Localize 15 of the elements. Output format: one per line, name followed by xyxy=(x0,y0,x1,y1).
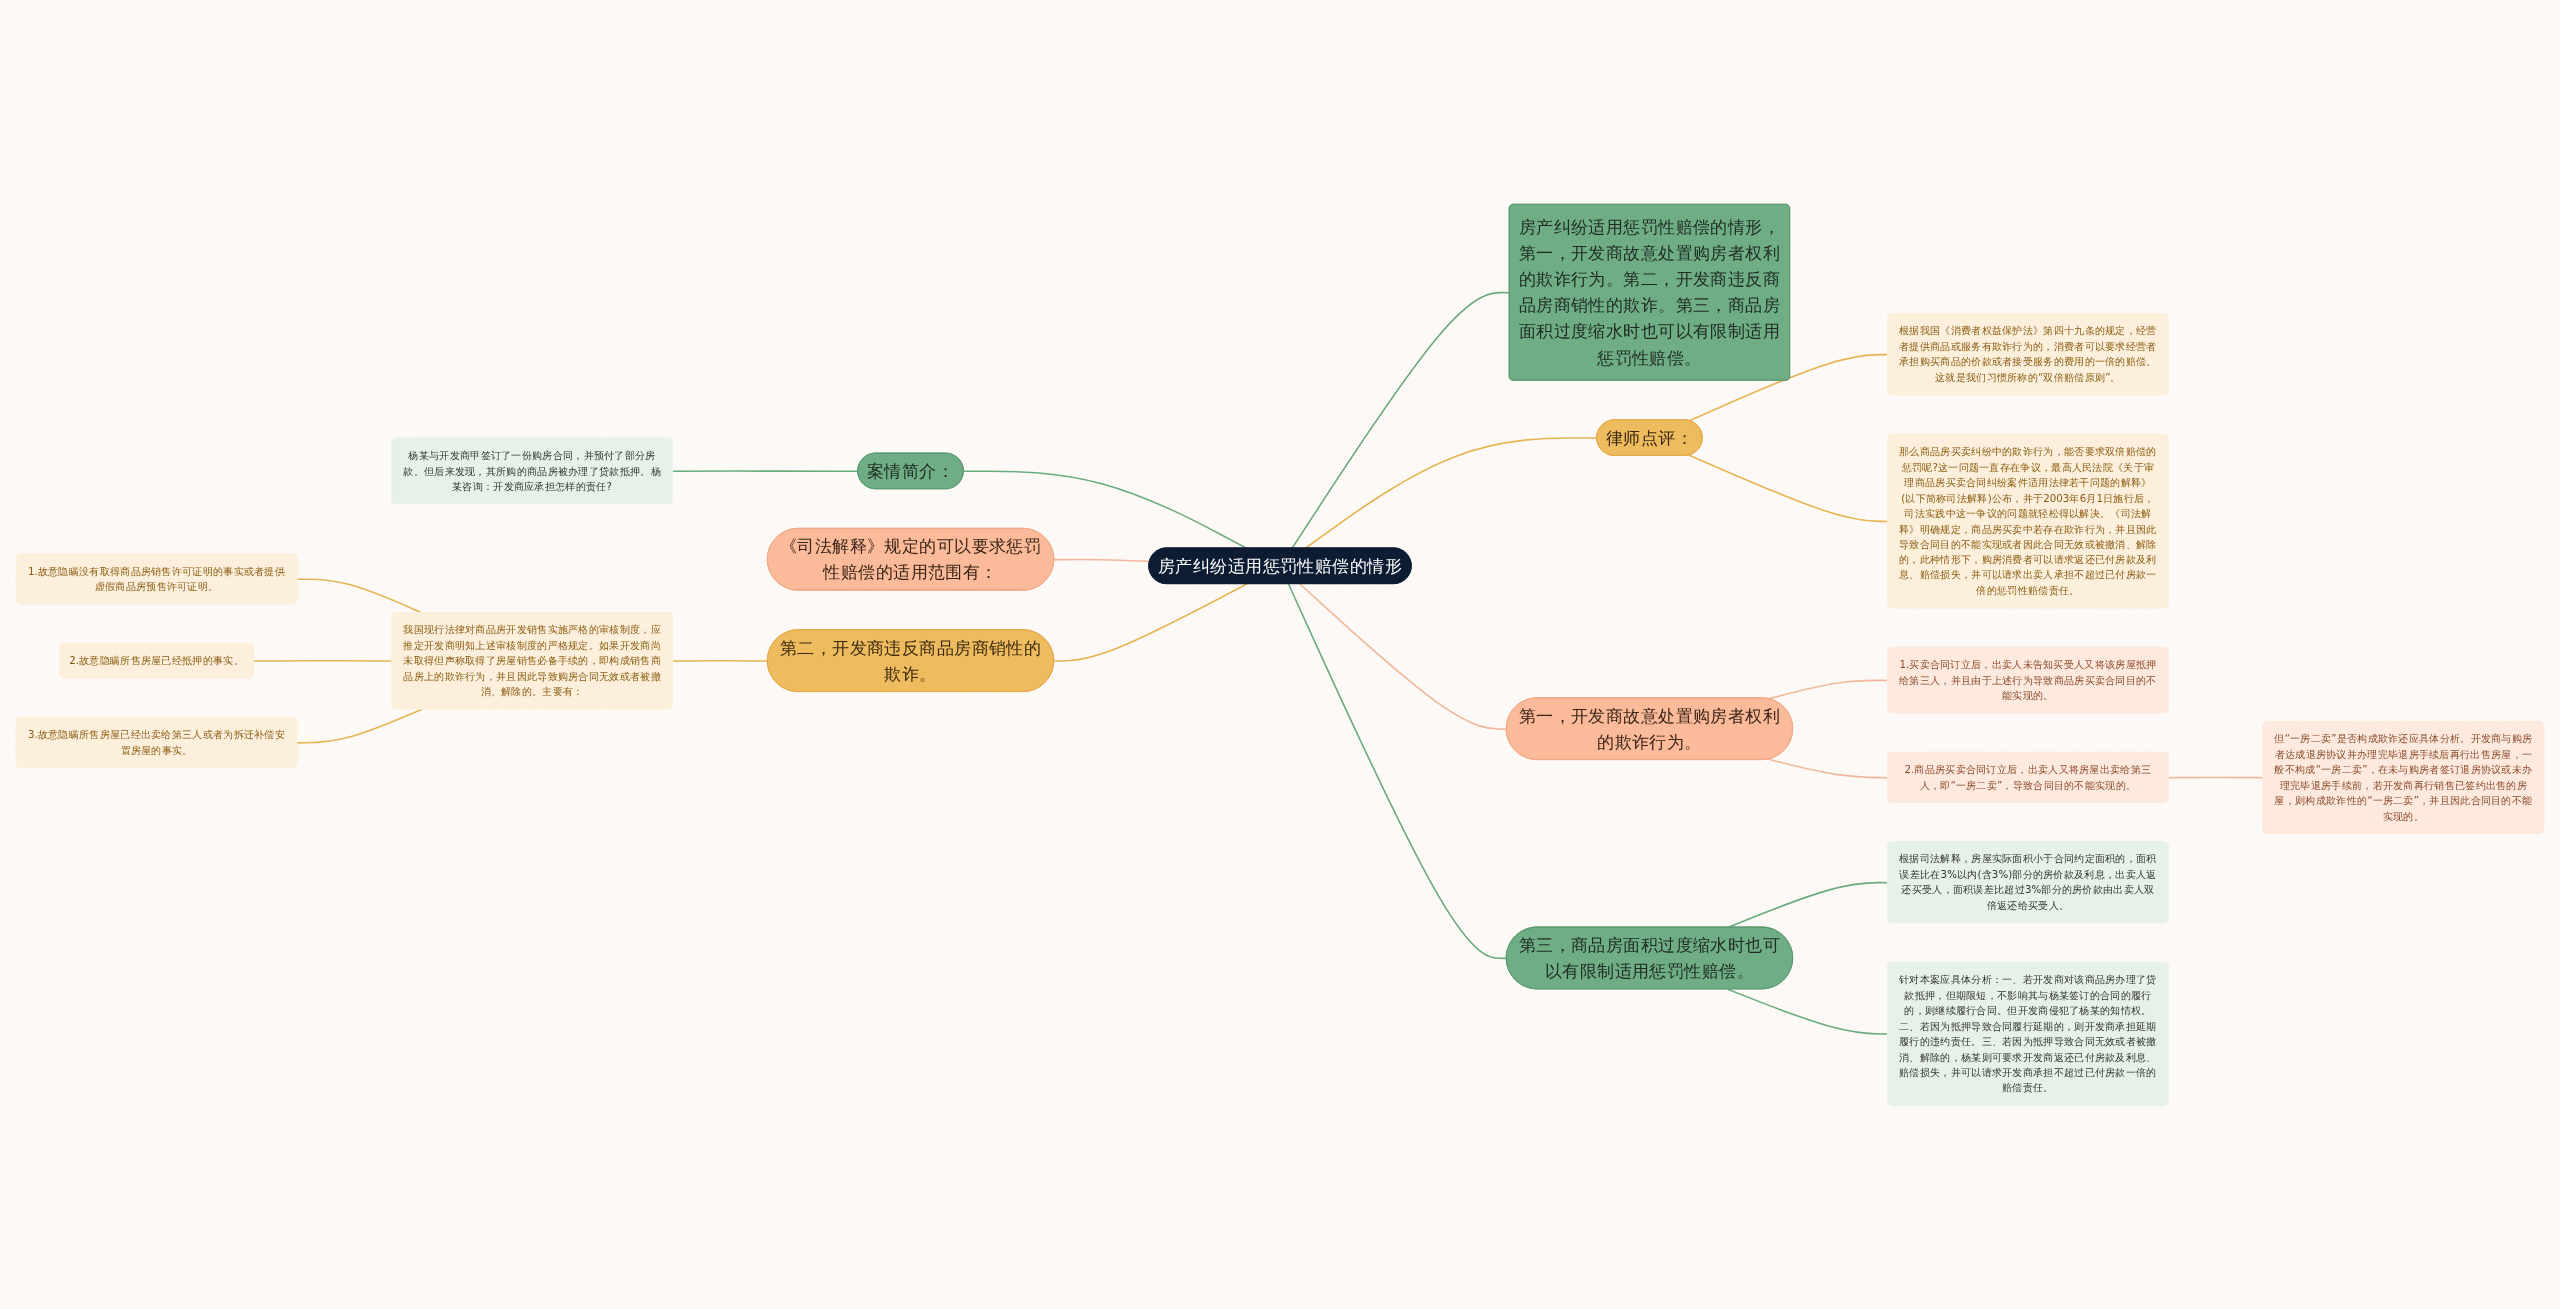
connector xyxy=(671,470,859,472)
connector xyxy=(1688,353,1889,422)
connector xyxy=(1767,679,1889,700)
connector xyxy=(1726,988,1889,1035)
connector xyxy=(296,578,423,614)
connector xyxy=(1299,583,1508,730)
connector xyxy=(2167,776,2265,779)
mind-map: 房产纠纷适用惩罚性赔偿的情形 房产纠纷适用惩罚性赔偿的情形，第一，开发商故意处置购房者权利的欺诈行为。第二，开发商违反商品房商销性的欺诈。第三，商品房面积过度缩水时也可以有限制适用惩罚性赔偿。 律师点评： 根据我国《消费者权益保护法》第四十九条的规定，经营者提供商品或服务有欺诈行为的，消费者可以要求经营者承担购买商品的价款或者接受服务的费用的一倍的赔偿。这就是我们习惯所称的“双倍赔偿原则”。 那么商品房买卖纠纷中的欺诈行为，能否要求双倍赔偿的惩罚呢?这一问题一直存在争议，最高人民法院《关于审理商品房买卖合同纠纷案件适用法律若干问题的解释》(以下简称司法解释)公布，并于2003年6月1日施行后，司法实践中这一争议的问题就轻松得以解决。《司法解释》明确规定，商品房买卖中若存在欺诈行为，并且因此导致合同目的不能实现或者因此合同无效或被撤消、解除的，此种情形下，购房消费者可以请求返还已付房款及利息、赔偿损失，并可以请求出卖人承担不超过已付房款一倍的惩罚性赔偿责任。 第一，开发商故意处置购房者权利的欺诈行为。 1.买卖合同订立后，出卖人未告知买受人又将该房屋抵押给第三人，并且由于上述行为导致商品房买卖合同目的不能实现的。 2.商品房买卖合同订立后，出卖人又将房屋出卖给第三人，即“一房二卖”，导致合同目的不能实现的。 但“一房二卖”是否构成欺诈还应具体分析。开发商与购房者达成退房协议并办理完毕退房手续后再行出售房屋，一般不构成“一房二卖”，在未与购房者签订退房协议或未办理完毕退房手续前，若开发商再行销售已签约出售的房屋，则构成欺诈性的“一房二卖”，并且因此合同目的不能实现的。 第三，商品房面积过度缩水时也可以有限制适用惩罚性赔偿。 根据司法解释，房屋实际面积小于合同约定面积的，面积误差比在3%以内(含3%)部分的房价款及利息，出卖人返还买受人，面积误差比超过3%部分的房价款由出卖人双倍返还给买受人。 针对本案应具体分析：一、若开发商对该商品房办理了贷款抵押，但期限短，不影响其与杨某签订的合同的履行的，则继续履行合同。但开发商侵犯了杨某的知情权。二、若因为抵押导致合同履行延期的，则开发商承担延期履行的违约责任。三、若因为抵押导致合同无效或者被撤消、解除的，杨某则可要求开发商返还已付房款及利息、赔偿损失，并可以请求开发商承担不超过已付房款一倍的赔偿责任。 案情简介： 杨某与开发商甲签订了一份购房合同，并预付了部分房款。但后来发现，其所购的商品房被办理了贷款抵押。杨某咨询：开发商应承担怎样的责任? 《司法解释》规定的可以要求惩罚性赔偿的适用范围有： 第二，开发商违反商品房商销性的欺诈。 我国现行法律对商品房开发销售实施严格的审核制度，应推定开发商明知上述审核制度的严格规定。如果开发商尚未取得但声称取得了房屋销售必备手续的，即构成销售商品房上的欺诈行为，并且因此导致购房合同无效或者被撤消、解除的。主要有： 1.故意隐瞒没有取得商品房销售许可证明的事实或者提供虚假商品房预售许可证明。 2.故意隐瞒所售房屋已经抵押的事实。 3.故意隐瞒所售房屋已经出卖给第三人或者为拆迁补偿安置房屋的事实。 xyxy=(10,197,2550,1112)
connector xyxy=(1767,758,1889,779)
connector xyxy=(1688,454,1889,523)
connector xyxy=(296,708,423,744)
connector xyxy=(671,659,769,662)
connector xyxy=(1287,583,1508,959)
connector xyxy=(1053,583,1248,662)
connector xyxy=(1053,558,1151,563)
